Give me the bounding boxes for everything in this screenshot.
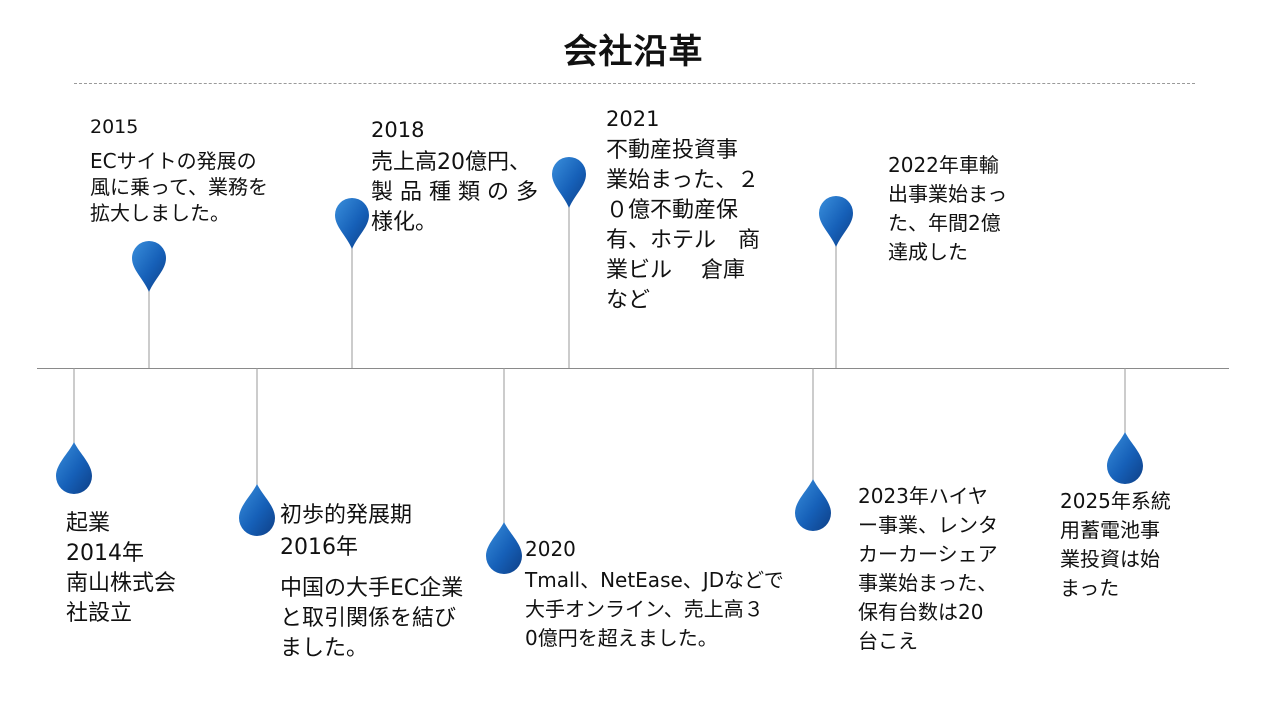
event-2022-marker [819, 196, 853, 247]
timeline-axis [37, 368, 1229, 369]
event-2018-year: 2018 [371, 118, 425, 142]
event-2021-marker [552, 157, 586, 208]
event-2020-year: 2020 [525, 537, 576, 561]
event-2021-year: 2021 [606, 107, 660, 131]
event-2016-year: 初歩的発展期 2016年 [280, 503, 413, 560]
event-2022-desc: 2022年車輸 出事業始まっ た、年間2億 達成した [888, 153, 1008, 264]
event-2014-text: 起業 2014年 南山株式会 社設立 [66, 511, 177, 626]
event-2015-year: 2015 [90, 116, 139, 138]
event-2018-desc: 売上高20億円、 製 品 種 類 の 多 様化。 [371, 150, 538, 235]
event-2018-marker [335, 198, 369, 249]
event-2014-marker [56, 442, 92, 494]
title-divider [74, 83, 1195, 84]
event-2016-marker [239, 484, 275, 536]
event-2016-desc: 中国の大手EC企業 と取引関係を結び ました。 [280, 576, 464, 661]
event-2020-desc: Tmall、NetEase、JDなどで 大手オンライン、売上高３ 0億円を超えま… [525, 568, 784, 650]
event-2020-marker [486, 522, 522, 574]
page-title: 会社沿革 [563, 32, 704, 72]
event-2023-marker [795, 479, 831, 531]
event-2025-marker [1107, 432, 1143, 484]
event-2015-desc: ECサイトの発展の 風に乗って、業務を 拡大しました。 [90, 149, 268, 225]
event-2015-marker [132, 241, 166, 292]
event-2023-desc: 2023年ハイヤ ー事業、レンタ カーカーシェア 事業始まった、 保有台数は20… [858, 484, 998, 653]
event-2021-desc: 不動産投資事 業始まった、２ ０億不動産保 有、ホテル 商 業ビル 倉庫 など [606, 138, 761, 313]
event-2025-desc: 2025年系統 用蓄電池事 業投資は始 まった [1060, 489, 1171, 600]
